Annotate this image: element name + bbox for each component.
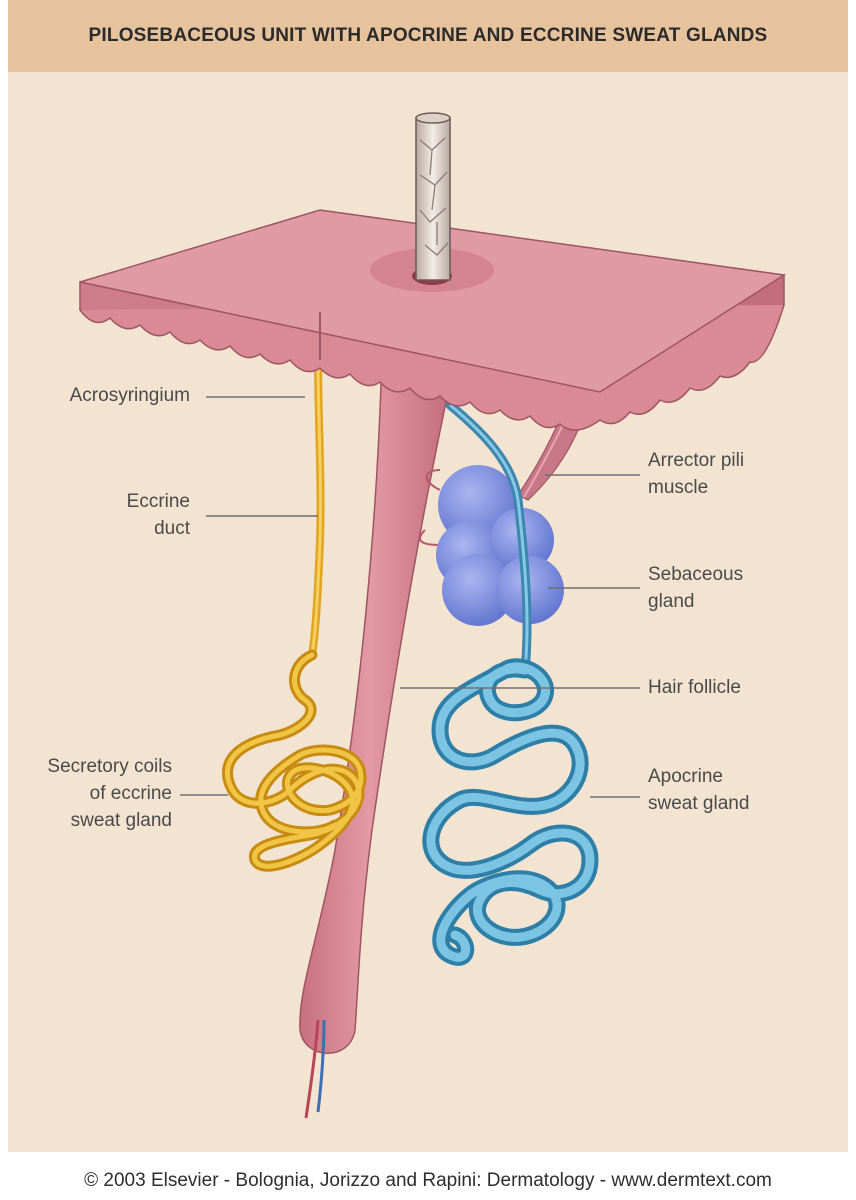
label-arrector-pili-line2: muscle — [648, 477, 709, 498]
label-apocrine-line2: sweat gland — [648, 793, 750, 814]
label-eccrine-duct-line2: duct — [154, 518, 190, 539]
hair-shaft — [415, 112, 451, 281]
label-arrector-pili: Arrector pili muscle — [648, 447, 828, 501]
sebaceous-gland — [419, 465, 564, 626]
label-secretory-line2: of eccrine — [89, 783, 172, 804]
title-bar: PILOSEBACEOUS UNIT WITH APOCRINE AND ECC… — [8, 0, 848, 72]
label-arrector-pili-line1: Arrector pili — [648, 450, 745, 471]
label-hair-follicle: Hair follicle — [648, 674, 828, 701]
leader-lines — [180, 396, 640, 798]
label-secretory-line3: sweat gland — [70, 810, 172, 831]
label-secretory-coils: Secretory coils of eccrine sweat gland — [20, 753, 172, 834]
label-sebaceous-line1: Sebaceous — [648, 564, 744, 585]
label-hair-follicle-text: Hair follicle — [648, 677, 741, 698]
label-secretory-line1: Secretory coils — [47, 756, 172, 777]
hair-follicle — [299, 349, 456, 1054]
label-acrosyringium-text: Acrosyringium — [69, 385, 190, 406]
copyright-footer: © 2003 Elsevier - Bolognia, Jorizzo and … — [84, 1170, 772, 1191]
skin-slab — [79, 209, 787, 431]
label-apocrine-line1: Apocrine — [648, 766, 723, 787]
label-acrosyringium: Acrosyringium — [40, 382, 190, 409]
label-apocrine-gland: Apocrine sweat gland — [648, 763, 828, 817]
label-eccrine-duct: Eccrine duct — [40, 488, 190, 542]
apocrine-sweat-gland — [422, 658, 599, 966]
label-sebaceous-gland: Sebaceous gland — [648, 561, 828, 615]
hair-root — [304, 1019, 320, 1119]
eccrine-secretory-coils — [222, 649, 367, 872]
diagram-title: PILOSEBACEOUS UNIT WITH APOCRINE AND ECC… — [88, 25, 768, 46]
label-eccrine-duct-line1: Eccrine — [126, 491, 190, 512]
label-sebaceous-line2: gland — [648, 591, 695, 612]
